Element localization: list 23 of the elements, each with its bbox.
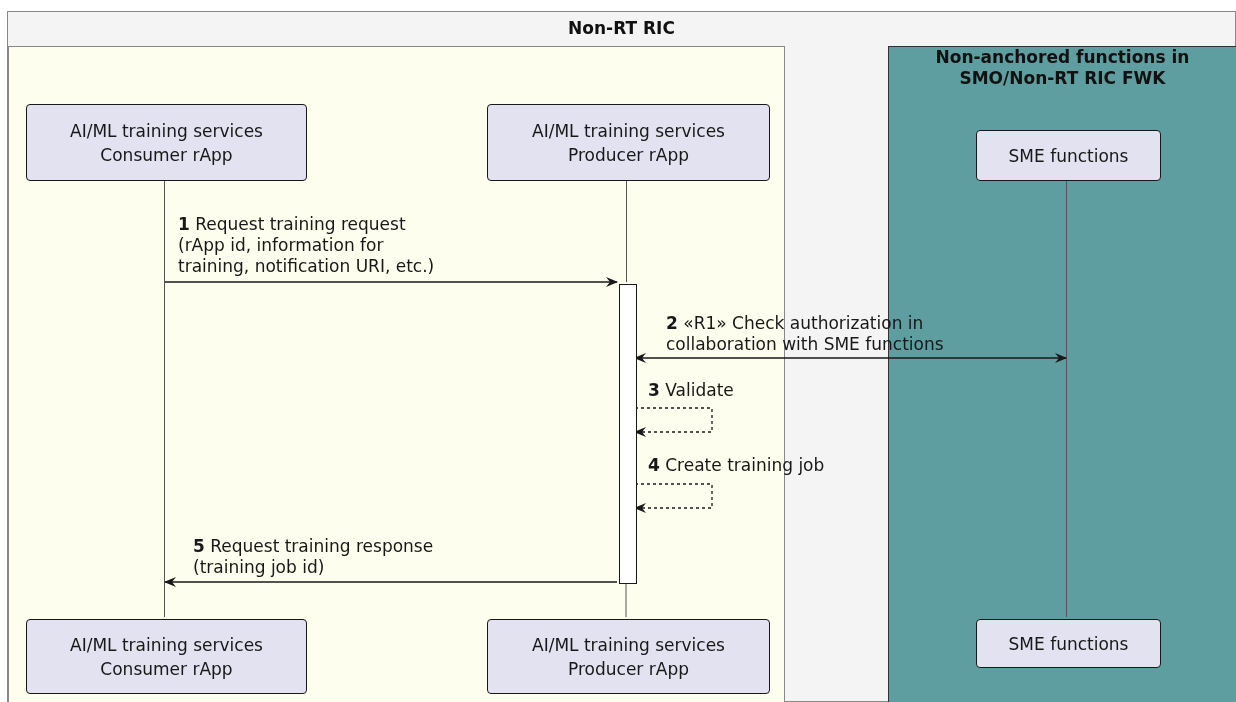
message-arrow	[634, 353, 1067, 363]
message-label: 5 Request training response (training job id)	[193, 536, 435, 578]
participant-box: SME functions	[976, 130, 1161, 181]
message-arrow	[164, 277, 618, 287]
lifeline	[164, 178, 165, 618]
message-label: 3 Validate	[648, 380, 735, 401]
group-title: Non-RT RIC	[568, 17, 675, 40]
participant-box: AI/ML training services Consumer rApp	[26, 104, 307, 181]
message-label: 1 Request training request (rApp id, information for training, notification URI, etc.)	[178, 214, 436, 277]
message-arrow	[634, 407, 713, 437]
group-frame	[7, 11, 1236, 702]
participant-box: AI/ML training services Producer rApp	[487, 104, 770, 181]
activation-bar	[619, 284, 637, 584]
message-label: 4 Create training job	[648, 455, 826, 476]
participant-box: SME functions	[976, 619, 1161, 668]
lifeline	[626, 178, 627, 283]
lifeline	[625, 581, 627, 618]
participant-box: AI/ML training services Producer rApp	[487, 619, 770, 694]
lifeline	[1066, 178, 1067, 618]
participant-box: AI/ML training services Consumer rApp	[26, 619, 307, 694]
group-title: Non-anchored functions in SMO/Non-RT RIC FWK	[934, 47, 1191, 89]
message-arrow	[634, 483, 713, 513]
message-arrow	[164, 577, 618, 587]
